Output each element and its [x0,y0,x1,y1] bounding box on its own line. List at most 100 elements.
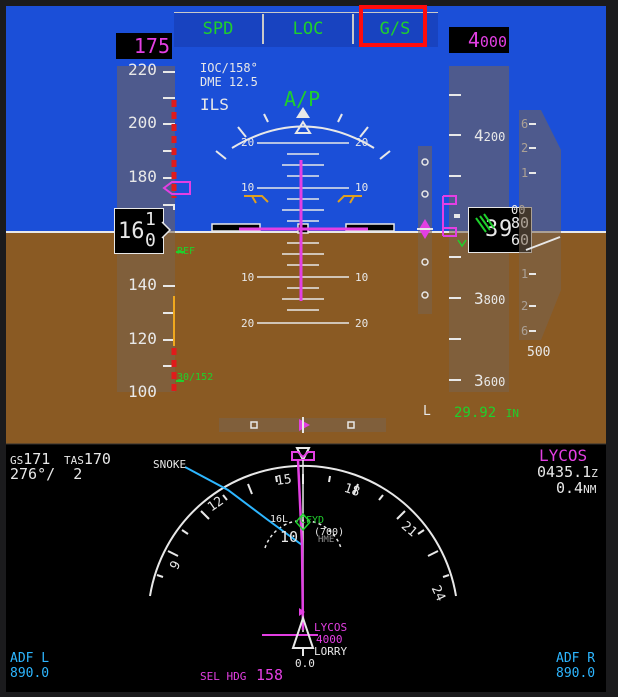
pitch-label-10-left-up: 10 [241,181,255,194]
bank-scale [215,112,391,160]
pitch-label-20-left-up: 20 [241,136,255,149]
altitude-readout-big: 3 [485,217,499,242]
fma-speed-label: SPD [202,19,234,39]
altitude-bug [442,195,457,237]
distance-unit: NM [583,483,597,496]
selected-heading[interactable]: SEL HDG 158 [200,665,283,684]
alt-tick-big-3600: 3 [474,371,484,390]
adf-left-freq: 890.0 [10,666,50,681]
tas-label: TAS [63,454,84,467]
selected-altitude[interactable]: 4000 [449,27,509,53]
altitude-readout-mid: 9 [499,217,513,242]
airspeed-readout-bottom: 0 [145,230,156,251]
fma-vertical-label: G/S [379,19,411,39]
localizer-scale [219,417,386,433]
fix-snoke: SNOKE [153,458,187,471]
wind-info: 276°/ 2 [10,465,83,483]
speed-label-120: 120 [128,329,157,348]
selected-altitude-big: 4 [467,28,480,52]
selected-altitude-small: 000 [479,33,507,51]
fma-lateral-label: LOC [292,19,324,39]
highlight-box [359,5,427,47]
waypoint-eta: 0435.1Z [537,462,598,481]
speed-label-200: 200 [128,113,157,132]
speed-tape-tick-120: 120 [128,329,157,348]
waypoint-distance: 0.4NM [556,478,596,497]
eta-value: 0435.1 [537,463,592,481]
vsi-readout: 500 [527,345,551,360]
adf-right-freq: 890.0 [556,666,596,681]
altitude-tick-3800: 3800 [474,289,505,308]
alt-tick-small-3600: 600 [483,375,506,389]
adf-left: ADF L 890.0 [10,651,49,681]
fix-lorry: LORRY [314,645,348,658]
speed-tape-tick-200: 200 [128,113,157,132]
flaps-speed-label: 30/152 [177,372,214,383]
compass-label-15: 15 [275,471,293,490]
fma-vertical-mode[interactable]: G/S [354,14,436,44]
ground-speed: GS171 TAS170 [10,449,111,468]
alt-tick-big-4200: 4 [474,126,484,145]
baro-unit: IN [505,407,520,420]
pitch-label-20-right-down: 20 [355,317,369,330]
glideslope-scale [417,146,433,314]
fix-lycos-altitude: 4000 [316,633,343,646]
own-aircraft-symbol [291,614,315,656]
eta-suffix: Z [591,467,598,480]
pitch-label-20-left-down: 20 [241,317,255,330]
airspeed-pointer [161,221,172,239]
route-line-inactive [184,466,304,631]
range-ring-label: 10 [280,528,299,546]
fma-speed-mode[interactable]: SPD [174,14,264,44]
fix-alt-constraint: (700) [314,527,345,538]
airspeed-readout: 16 1 0 [114,208,164,254]
baro-value: 29.92 [454,405,497,421]
fma-strip [174,12,438,47]
sel-hdg-value: 158 [256,666,284,684]
speed-tape-tick-140: 140 [128,275,157,294]
altitude-tick-4200: 4200 [474,126,505,145]
heading-bug [291,451,315,461]
gs-label: GS [10,454,24,467]
baro-setting[interactable]: 29.92 IN [454,402,519,421]
pitch-label-10-left-down: 10 [241,271,255,284]
alt-tick-small-4200: 200 [483,130,506,144]
flight-director [239,160,368,301]
selected-speed[interactable]: 175 [116,33,172,59]
altitude-marker [454,214,460,218]
speed-label-140: 140 [128,275,157,294]
speed-tape-tick-220: 220 [128,60,157,79]
altitude-readout-hatch [475,213,495,233]
speed-tape-tick-100: 100 [128,382,157,401]
distance-value: 0.4 [556,479,584,497]
fix-lycos: LYCOS [314,621,348,634]
fma-lateral-mode[interactable]: LOC [264,14,354,44]
lycos-waypoint-marker [299,608,305,616]
speed-tape-tick-180: 180 [128,167,157,186]
pitch-label-10-right-up: 10 [355,181,369,194]
altitude-tape-markings [449,94,461,381]
fix-cfyd: CFYD [300,515,325,526]
altitude-tick-3600: 3600 [474,371,505,390]
vsi-background [519,110,561,340]
altitude-trend [457,239,467,248]
sel-hdg-label: SEL HDG [200,670,247,683]
airspeed-readout-main: 16 [118,219,145,244]
adf-right: ADF R 890.0 [556,651,595,681]
cfyd-fix-symbol [295,512,311,532]
airspeed-readout-top: 1 [145,209,156,230]
speed-tape-markings [163,71,177,392]
baro-prefix: L [423,404,431,419]
pitch-limit-indicator [244,195,362,204]
speed-bug [162,181,191,382]
speed-label-100: 100 [128,382,157,401]
approach-dme: DME 12.5 [200,75,258,89]
fix-runway: 16L [270,514,289,525]
route-line-active [296,459,305,631]
speed-label-180: 180 [128,167,157,186]
ref-speed-label: REF [177,246,196,257]
active-waypoint: LYCOS [539,446,588,465]
autopilot-status: A/P [284,87,321,111]
approach-type: ILS [200,95,229,114]
